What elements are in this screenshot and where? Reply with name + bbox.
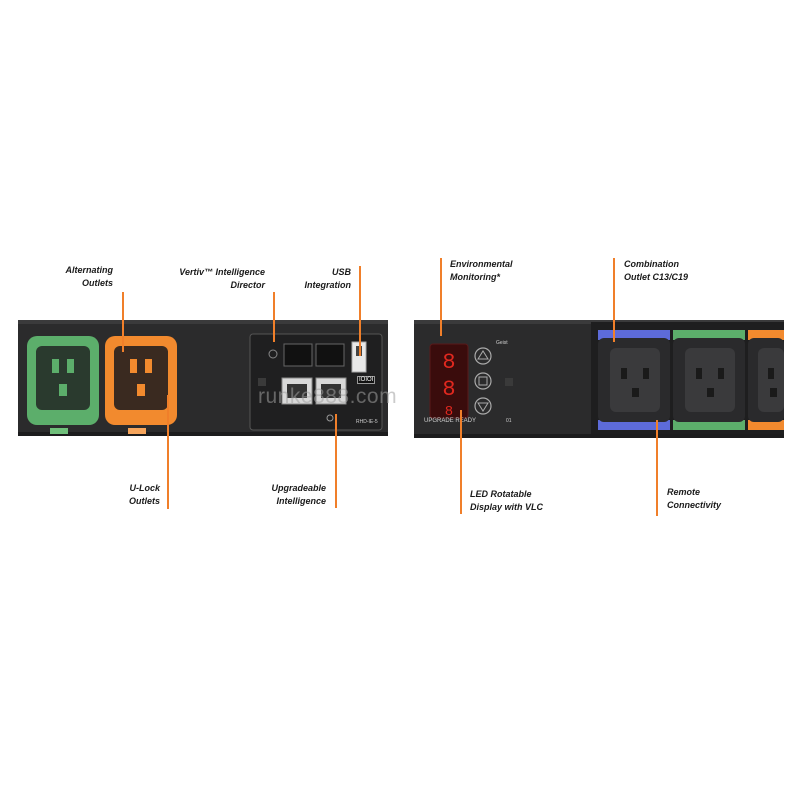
leader-remote-connectivity	[656, 420, 658, 516]
port-label-01: 01	[506, 418, 512, 424]
leader-led-display	[460, 410, 462, 514]
leader-combination-outlet	[613, 258, 615, 342]
usb-symbol-label: IOIOI	[357, 376, 376, 384]
svg-text:8: 8	[442, 377, 455, 402]
right-pdu-bar: 8 8 8	[414, 320, 784, 438]
upgrade-ready-label: UPGRADE READY	[424, 418, 477, 424]
leader-alternating-outlets	[122, 292, 124, 352]
led-display: 8 8 8	[429, 343, 469, 420]
brand-mark-label: Geist	[496, 340, 508, 346]
svg-text:8: 8	[442, 350, 455, 375]
green-outlet	[27, 336, 99, 434]
combination-outlets	[591, 322, 784, 434]
left-pdu-bar	[18, 320, 388, 436]
leader-upgradeable-intelligence	[335, 414, 337, 508]
orange-outlet	[105, 336, 177, 434]
leader-usb-integration	[359, 266, 361, 356]
leader-environmental-monitoring	[440, 258, 442, 336]
module-code-label: RHD-IE-5	[356, 419, 378, 425]
leader-u-lock-outlets	[167, 395, 169, 509]
svg-text:8: 8	[445, 404, 453, 420]
watermark: runke888.com	[258, 385, 398, 408]
display-buttons	[474, 347, 492, 415]
leader-intelligence-director	[273, 292, 275, 342]
